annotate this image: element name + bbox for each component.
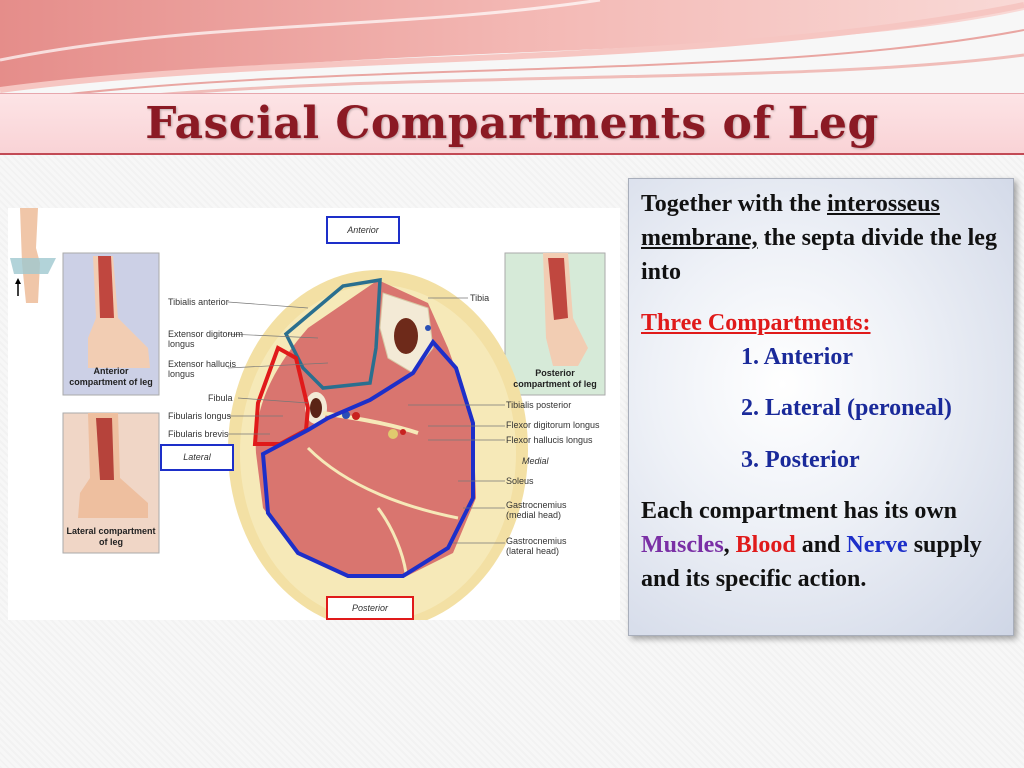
summary-paragraph: Each compartment has its own Muscles, Bl…	[641, 494, 1001, 596]
label-fibularis-brevis: Fibularis brevis	[168, 429, 229, 439]
muscles-term: Muscles	[641, 532, 724, 558]
lateral-direction-label: Lateral	[160, 444, 234, 471]
label-leaders	[227, 297, 505, 544]
intro-text-post: the septa divide the leg into	[641, 225, 997, 285]
summary-and: and	[795, 532, 847, 558]
anterior-inset-image	[62, 252, 160, 396]
leg-orientation-icon	[10, 208, 56, 303]
label-extensor-digitorum-longus: Extensor digitorum longus	[168, 329, 244, 349]
intro-paragraph: Together with the interosseus membrane, …	[641, 187, 1003, 289]
interosseus-membrane-term: interosseus membrane,	[641, 191, 940, 251]
medial-direction-label: Medial	[522, 456, 549, 466]
anterior-inset-caption: Anterior compartment of leg	[69, 366, 153, 387]
page-title: Fascial Compartments of Leg	[145, 98, 879, 149]
compartment-item-posterior: 3. Posterior	[741, 447, 860, 473]
summary-comma: ,	[723, 532, 736, 558]
posterior-inset-image	[504, 252, 606, 396]
posterior-compartment-outline	[260, 338, 475, 578]
label-flexor-digitorum-longus: Flexor digitorum longus	[506, 420, 600, 430]
cross-section-illustration	[10, 208, 606, 620]
label-gastrocnemius-medial-head: Gastrocnemius (medial head)	[506, 500, 567, 520]
anterior-compartment-outline	[283, 277, 382, 390]
summary-text-pre: Each compartment has its own	[641, 498, 957, 524]
label-extensor-hallucis-longus: Extensor hallucis longus	[168, 359, 237, 379]
header-swoosh-decoration	[0, 0, 1024, 100]
summary-text-post: supply and its specific action.	[641, 532, 982, 592]
nerve-term: Nerve	[846, 532, 908, 558]
label-tibialis-posterior: Tibialis posterior	[506, 400, 572, 410]
cross-section-body	[228, 270, 528, 620]
lateral-inset-image	[62, 412, 160, 554]
lateral-inset-caption: Lateral compartment of leg	[66, 526, 156, 547]
leg-cross-section-figure: Anterior Lateral Posterior Medial Anteri…	[8, 208, 620, 620]
posterior-direction-label: Posterior	[326, 596, 414, 620]
label-soleus: Soleus	[506, 476, 534, 486]
label-flexor-hallucis-longus: Flexor hallucis longus	[506, 435, 593, 445]
compartments-text-box: Together with the interosseus membrane, …	[628, 178, 1014, 636]
label-tibialis-anterior: Tibialis anterior	[168, 297, 229, 307]
label-tibia: Tibia	[470, 293, 490, 303]
compartment-item-lateral: 2. Lateral (peroneal)	[741, 395, 952, 421]
title-bar: Fascial Compartments of Leg	[0, 93, 1024, 155]
blood-term: Blood	[735, 532, 796, 558]
posterior-inset-caption: Posterior compartment of leg	[513, 368, 597, 389]
compartment-item-anterior: 1. Anterior	[741, 344, 853, 370]
label-fibularis-longus: Fibularis longus	[168, 411, 232, 421]
label-gastrocnemius-lateral-head: Gastrocnemius (lateral head)	[506, 536, 567, 556]
label-fibula: Fibula	[208, 393, 233, 403]
anterior-direction-label: Anterior	[326, 216, 400, 244]
intro-text-pre: Together with the	[641, 191, 827, 217]
compartments-heading: Three Compartments:	[641, 310, 871, 336]
